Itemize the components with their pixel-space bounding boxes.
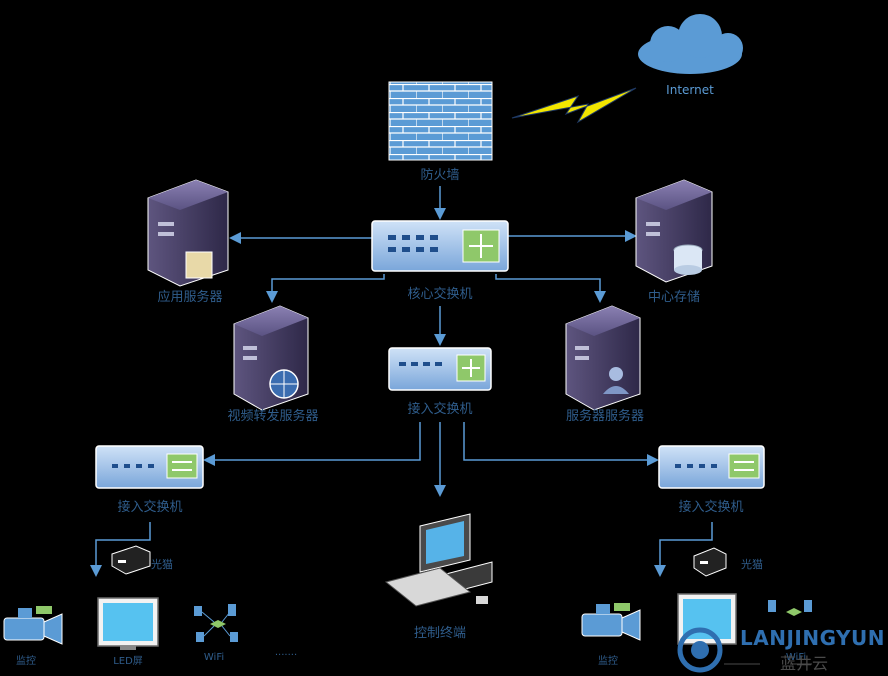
- left-camera-icon: [3, 606, 63, 645]
- core-switch-icon: [371, 220, 509, 272]
- right-router-label: 光猫: [741, 558, 763, 571]
- control-terminal-icon: [384, 513, 493, 607]
- watermark-title: LANJINGYUN: [740, 626, 886, 650]
- lightning-icon: [511, 87, 637, 124]
- video-server-icon: [233, 305, 309, 411]
- watermark: LANJINGYUN 蓝井云: [668, 624, 888, 676]
- left-camera-label: 监控: [16, 656, 36, 667]
- left-wifi-icon: [194, 604, 238, 642]
- right-wifi-icon: [768, 600, 812, 616]
- core-switch-label: 核心交换机: [407, 287, 473, 302]
- watermark-subtitle: 蓝井云: [780, 654, 829, 673]
- service-server-label: 服务器服务器: [565, 409, 645, 424]
- firewall-icon: [388, 81, 493, 161]
- video-server-label: 视频转发服务器: [227, 409, 319, 424]
- left-led-screen-icon: [97, 597, 159, 650]
- connection-lines: [90, 186, 713, 577]
- left-router-label: 光猫: [151, 558, 173, 571]
- central-storage-label: 中心存储: [647, 290, 701, 305]
- app-server-label: 应用服务器: [157, 290, 223, 305]
- right-access-switch-label: 接入交换机: [678, 500, 744, 515]
- control-terminal-label: 控制终端: [413, 626, 467, 641]
- left-access-switch-label: 接入交换机: [117, 500, 183, 515]
- right-access-switch-icon: [658, 445, 765, 489]
- left-led-label: LED屏: [113, 656, 143, 667]
- service-server-icon: [565, 305, 641, 411]
- right-camera-icon: [581, 603, 641, 641]
- cloud-icon: [638, 14, 743, 74]
- app-server-icon: [147, 179, 229, 287]
- central-storage-icon: [635, 179, 713, 283]
- left-wifi-label: WiFi: [203, 652, 225, 663]
- center-access-switch-label: 接入交换机: [407, 402, 473, 417]
- right-camera-label: 监控: [598, 656, 618, 667]
- left-more-label: ·······: [274, 650, 298, 661]
- center-access-switch-icon: [388, 347, 492, 391]
- watermark-logo-icon: [677, 627, 812, 673]
- right-router-icon: [693, 547, 727, 577]
- left-router-icon: [111, 545, 151, 575]
- firewall-label: 防火墙: [420, 168, 460, 183]
- left-access-switch-icon: [95, 445, 204, 489]
- right-wifi-label: WiFi: [785, 652, 807, 663]
- internet-label: Internet: [666, 83, 714, 97]
